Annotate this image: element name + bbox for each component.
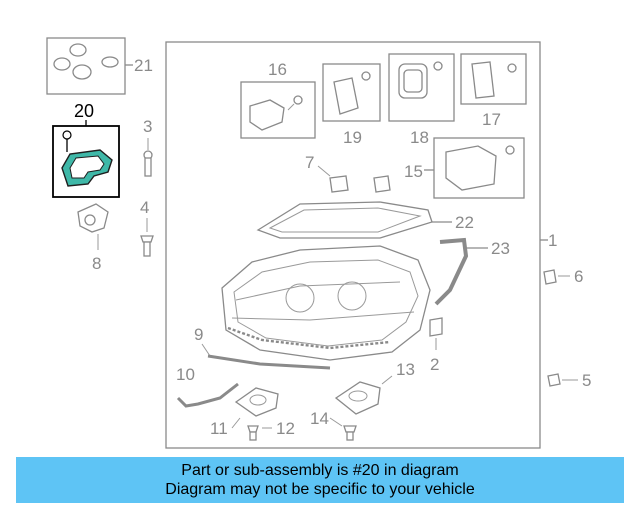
part-20-screw — [62, 130, 72, 152]
label-7[interactable]: 7 — [305, 153, 314, 172]
part-19-box — [322, 63, 381, 122]
part-21-box — [46, 37, 126, 95]
label-13[interactable]: 13 — [396, 360, 415, 379]
parts-diagram: 1 21 20 3 8 4 16 — [46, 37, 591, 449]
part-17-box — [460, 53, 527, 105]
label-20[interactable]: 20 — [74, 101, 94, 121]
label-6[interactable]: 6 — [574, 267, 583, 286]
part-11-module — [234, 387, 279, 417]
label-21[interactable]: 21 — [134, 56, 153, 75]
headlight-housing — [221, 245, 431, 361]
label-8[interactable]: 8 — [92, 254, 101, 273]
label-1[interactable]: 1 — [548, 231, 557, 250]
assembly-frame — [165, 41, 541, 449]
label-22[interactable]: 22 — [455, 213, 474, 232]
label-14[interactable]: 14 — [310, 409, 329, 428]
label-15[interactable]: 15 — [404, 162, 423, 181]
part-12-bolt — [247, 425, 259, 441]
part-16-box — [240, 81, 316, 139]
label-18[interactable]: 18 — [410, 128, 429, 147]
part-23-strip — [434, 237, 469, 306]
banner-line-2: Diagram may not be specific to your vehi… — [165, 481, 475, 498]
label-10[interactable]: 10 — [176, 365, 195, 384]
part-13-module — [334, 381, 381, 415]
part-5-clip — [547, 373, 561, 387]
label-19[interactable]: 19 — [343, 128, 362, 147]
part-8-motor — [77, 203, 109, 250]
label-23[interactable]: 23 — [491, 239, 510, 258]
label-12[interactable]: 12 — [276, 419, 295, 438]
label-3[interactable]: 3 — [143, 117, 152, 136]
part-2-clip — [429, 317, 443, 337]
part-20-box[interactable] — [52, 125, 120, 198]
label-5[interactable]: 5 — [582, 371, 591, 390]
part-14-bolt — [343, 425, 357, 441]
info-banner: Part or sub-assembly is #20 in diagram D… — [16, 457, 624, 503]
part-4-bolt — [140, 218, 154, 257]
label-4[interactable]: 4 — [140, 198, 149, 217]
part-10-rod — [176, 382, 239, 408]
part-3-screw — [143, 138, 153, 177]
part-7-caps — [329, 175, 391, 193]
label-2[interactable]: 2 — [430, 355, 439, 374]
banner-line-1: Part or sub-assembly is #20 in diagram — [181, 462, 459, 479]
part-18-box — [388, 53, 455, 122]
label-16[interactable]: 16 — [268, 60, 287, 79]
label-9[interactable]: 9 — [194, 325, 203, 344]
part-21-clips — [53, 43, 119, 80]
label-11[interactable]: 11 — [210, 419, 228, 438]
label-17[interactable]: 17 — [482, 110, 501, 129]
part-6-clip — [543, 269, 557, 285]
part-15-box — [433, 137, 525, 199]
part-9-strip — [207, 354, 331, 370]
